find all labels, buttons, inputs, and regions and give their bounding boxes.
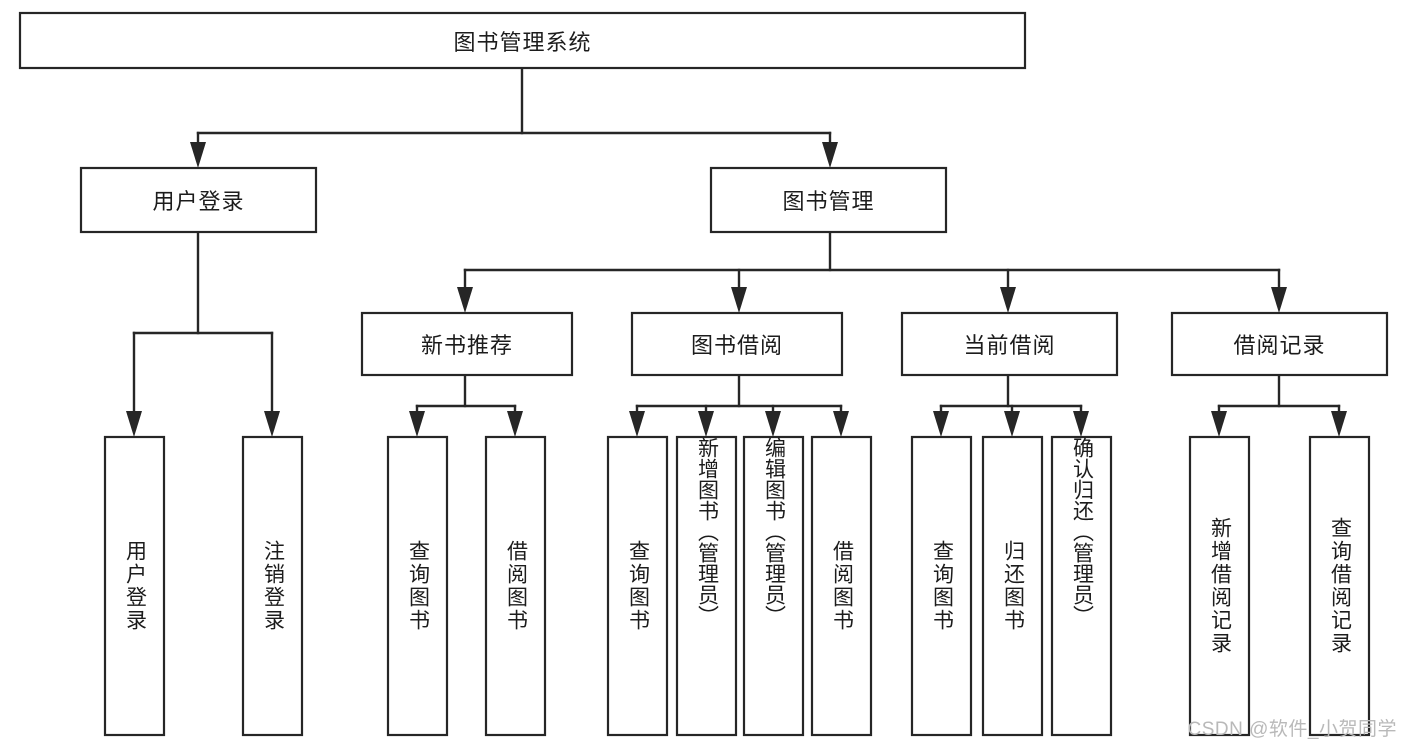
node-box-new-book-recommend[interactable]	[360, 311, 574, 377]
arrow-nb-to-leaf1-icon	[409, 411, 425, 437]
arrow-cb-to-leaf3-icon	[1073, 411, 1089, 437]
arrow-nb-to-leaf2-icon	[507, 411, 523, 437]
arrow-bb-to-leaf4-icon	[833, 411, 849, 437]
arrow-bm-to-borrow-icon	[731, 287, 747, 313]
node-box-borrow-record[interactable]	[1170, 311, 1389, 377]
arrow-ul-to-leaf1-icon	[126, 411, 142, 437]
node-box-leaf-confirm-return[interactable]	[1050, 435, 1113, 737]
connector-group-user-login	[126, 230, 280, 437]
node-box-root[interactable]	[18, 11, 1027, 70]
arrow-bm-to-current-icon	[1000, 287, 1016, 313]
arrow-bb-to-leaf2-icon	[698, 411, 714, 437]
connector-group-book-borrow	[629, 373, 849, 437]
arrow-bb-to-leaf3-icon	[765, 411, 781, 437]
connector-group-borrow-record	[1211, 373, 1347, 437]
connector-group-current-borrow	[933, 373, 1089, 437]
arrow-ul-to-leaf2-icon	[264, 411, 280, 437]
arrow-br-to-leaf1-icon	[1211, 411, 1227, 437]
node-box-leaf-user-logout[interactable]	[241, 435, 304, 737]
node-box-user-login[interactable]	[79, 166, 318, 234]
arrow-root-to-user-login-icon	[190, 142, 206, 168]
node-box-leaf-user-login[interactable]	[103, 435, 166, 737]
arrow-bb-to-leaf1-icon	[629, 411, 645, 437]
connector-group-root	[190, 66, 838, 168]
node-box-book-borrow[interactable]	[630, 311, 844, 377]
node-box-leaf-add-book[interactable]	[675, 435, 738, 737]
node-box-leaf-query-book-2[interactable]	[606, 435, 669, 737]
node-box-leaf-return-book[interactable]	[981, 435, 1044, 737]
arrow-br-to-leaf2-icon	[1331, 411, 1347, 437]
node-box-leaf-borrow-book-1[interactable]	[484, 435, 547, 737]
node-box-leaf-query-book-3[interactable]	[910, 435, 973, 737]
arrow-cb-to-leaf1-icon	[933, 411, 949, 437]
arrow-bm-to-record-icon	[1271, 287, 1287, 313]
node-box-book-manage[interactable]	[709, 166, 948, 234]
node-box-leaf-query-book-1[interactable]	[386, 435, 449, 737]
csdn-watermark: CSDN @软件_小贺同学	[1187, 719, 1397, 740]
node-box-current-borrow[interactable]	[900, 311, 1119, 377]
arrow-root-to-book-manage-icon	[822, 142, 838, 168]
node-box-leaf-edit-book[interactable]	[742, 435, 805, 737]
node-box-leaf-borrow-book-2[interactable]	[810, 435, 873, 737]
connector-group-book-manage	[457, 230, 1287, 313]
node-box-leaf-query-record[interactable]	[1308, 435, 1371, 737]
node-box-leaf-add-record[interactable]	[1188, 435, 1251, 737]
arrow-bm-to-newbook-icon	[457, 287, 473, 313]
arrow-cb-to-leaf2-icon	[1004, 411, 1020, 437]
connector-group-new-book-recommend	[409, 373, 523, 437]
